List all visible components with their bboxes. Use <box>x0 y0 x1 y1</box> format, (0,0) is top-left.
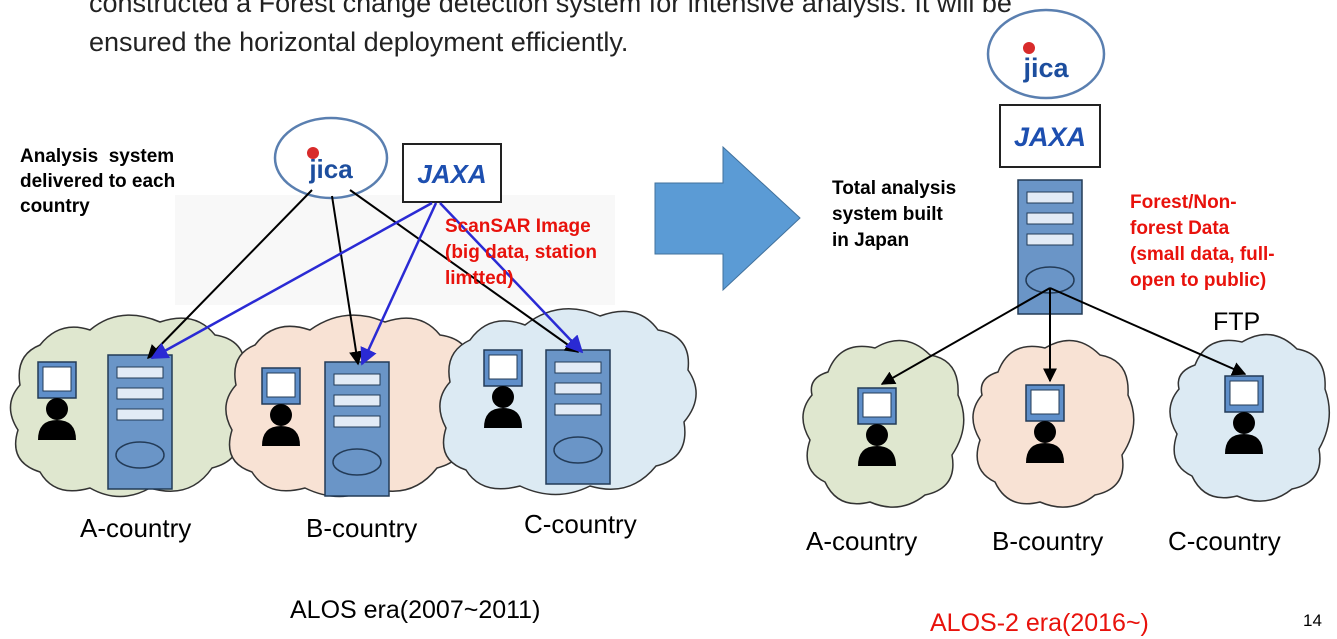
jaxa-logo-right <box>999 104 1101 168</box>
left-country-b: B-country <box>306 513 417 543</box>
jica-sun-icon <box>307 147 319 159</box>
left-country-c: C-country <box>524 509 637 539</box>
arrow-jica-to-a <box>147 189 313 360</box>
jica-logo-text-left: jica <box>308 154 353 184</box>
jaxa-logo-left <box>402 143 502 203</box>
left-country-a: A-country <box>80 513 191 543</box>
arrow-center-to-a <box>880 287 1051 385</box>
jaxa-logo-text-right: JAXA <box>1014 122 1086 152</box>
left-era-label: ALOS era(2007~2011) <box>290 596 540 624</box>
cloud-b-country-right <box>972 339 1135 508</box>
right-system-label-1: Total analysis <box>832 178 956 199</box>
left-system-label-3: country <box>20 196 90 217</box>
right-system-label-2: system built <box>832 204 944 225</box>
jica-logo-left <box>273 116 389 200</box>
server-icon-b-left <box>324 361 390 497</box>
arrow-jaxa-to-a <box>150 201 433 360</box>
arrow-jica-to-c <box>349 189 580 353</box>
forest-data-label-4: open to public) <box>1130 270 1266 291</box>
left-system-label-1: Analysis system <box>20 146 174 167</box>
line-backdrop <box>175 195 615 305</box>
right-country-b: B-country <box>992 526 1103 556</box>
jica-logo-right <box>986 8 1106 100</box>
arrow-jaxa-to-b <box>360 202 438 366</box>
arrow-jaxa-to-c <box>439 202 584 354</box>
intro-line-1: constructed a Forest change detection sy… <box>89 0 1012 18</box>
ftp-label: FTP <box>1213 308 1260 336</box>
left-system-label-2: delivered to each <box>20 171 175 192</box>
right-era-label: ALOS-2 era(2016~) <box>930 609 1149 637</box>
arrow-center-to-c <box>1049 287 1247 376</box>
jaxa-logo-text-left: JAXA <box>417 159 486 189</box>
jica-sun-icon <box>1023 42 1035 54</box>
arrow-jica-to-b <box>331 195 363 366</box>
scansar-label-1: ScanSAR Image <box>445 216 591 237</box>
forest-data-label-2: forest Data <box>1130 218 1230 239</box>
transition-arrow <box>654 145 801 292</box>
page-number: 14 <box>1303 611 1322 630</box>
forest-data-label-3: (small data, full- <box>1130 244 1275 265</box>
server-icon-a-left <box>107 354 173 490</box>
right-country-a: A-country <box>806 526 917 556</box>
intro-line-2: ensured the horizontal deployment effici… <box>89 27 628 57</box>
right-country-c: C-country <box>1168 526 1281 556</box>
jica-logo-text-right: jica <box>1022 53 1069 83</box>
forest-data-label-1: Forest/Non- <box>1130 192 1237 213</box>
scansar-label-3: limtted) <box>445 268 514 289</box>
right-system-label-3: in Japan <box>832 230 909 251</box>
server-icon-c-left <box>545 349 611 485</box>
scansar-label-2: (big data, station <box>445 242 597 263</box>
